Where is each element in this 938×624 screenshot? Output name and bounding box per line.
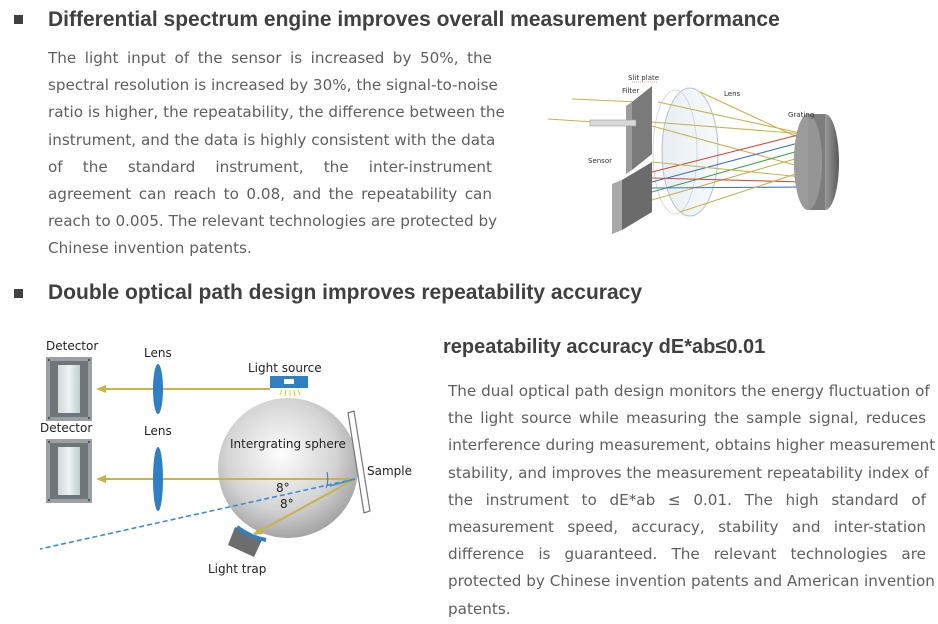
angle-label-1: 8°	[276, 481, 290, 495]
lens-top-icon	[153, 364, 163, 414]
integrating-sphere	[218, 398, 358, 538]
angle-label-2: 8°	[280, 497, 294, 511]
section1-line: instrument, and the data is highly consi…	[48, 130, 496, 149]
section2-line: measurement speed, accuracy, stability a…	[448, 517, 926, 536]
spectrometer-diagram: Slit plate Filter Lens Grating Sensor	[547, 74, 839, 234]
sample-plate	[347, 410, 371, 514]
section2-heading: Double optical path design improves repe…	[48, 281, 643, 304]
section2-bullet	[14, 289, 23, 298]
detector-top-label: Detector	[46, 339, 98, 353]
lens-label: Lens	[724, 90, 741, 98]
section1-heading: Differential spectrum engine improves ov…	[48, 8, 780, 31]
grating-label: Grating	[788, 111, 814, 119]
lens-top-label: Lens	[144, 346, 172, 360]
sensor-label: Sensor	[588, 157, 612, 165]
section1-line: spectral resolution is increased by 30%,…	[48, 76, 498, 95]
detector-top-icon	[46, 357, 92, 421]
section2-line: The dual optical path design monitors th…	[448, 382, 930, 400]
integrating-sphere-diagram: Detector Detector Lens Lens Light source…	[39, 339, 412, 576]
section2-line: difference is guaranteed. The relevant t…	[448, 545, 926, 564]
section1-paragraph: The light input of the sensor is increas…	[48, 45, 505, 263]
section2-line: patents.	[448, 599, 511, 618]
section2-line: interference during measurement, obtains…	[448, 436, 936, 455]
section2-paragraph: The dual optical path design monitors th…	[448, 378, 936, 623]
section2-subheading: repeatability accuracy dE*ab≤0.01	[443, 336, 766, 358]
detector-bottom-icon	[46, 439, 92, 503]
detector-bottom-label: Detector	[40, 421, 92, 435]
light-source-label: Light source	[248, 361, 322, 375]
section1-line: Chinese invention patents.	[48, 239, 252, 258]
section2-line: the instrument to dE*ab ≤ 0.01. The high…	[448, 490, 926, 509]
filter-label: Filter	[622, 87, 639, 95]
section2-line: the light source while measuring the sam…	[448, 409, 926, 428]
slit-plate-label: Slit plate	[628, 74, 659, 82]
lens-bottom-label: Lens	[144, 424, 172, 438]
section1-line: ratio is higher, the repeatability, the …	[48, 103, 505, 122]
section1-line: The light input of the sensor is increas…	[48, 49, 492, 67]
section2-line: stability, and improves the measurement …	[448, 463, 929, 482]
section1-line: of the standard instrument, the inter-in…	[48, 157, 492, 176]
light-trap-label: Light trap	[208, 562, 266, 576]
lens-bottom-icon	[153, 447, 163, 511]
sample-label: Sample	[367, 464, 412, 478]
light-trap-icon	[228, 527, 262, 557]
section1-line: reach to 0.005. The relevant technologie…	[48, 212, 498, 231]
section2-line: protected by Chinese invention patents a…	[448, 572, 935, 591]
section1-line: agreement can reach to 0.08, and the rep…	[48, 184, 492, 203]
sphere-label: Intergrating sphere	[230, 437, 346, 451]
section1-bullet	[14, 15, 23, 24]
